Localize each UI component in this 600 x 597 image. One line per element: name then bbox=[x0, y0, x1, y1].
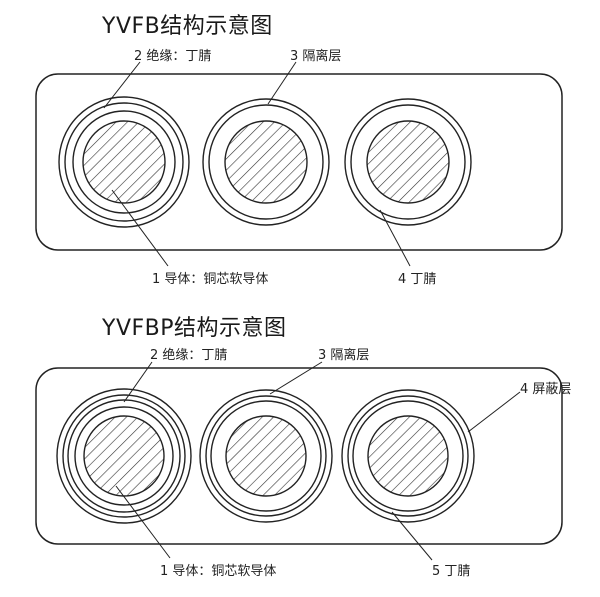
diagram2-label-isolation: 3 隔离层 bbox=[318, 348, 370, 363]
diagram1-leader-isolation bbox=[267, 61, 297, 105]
diagram1-label-conductor: 1 导体：铜芯软导体 bbox=[152, 272, 269, 287]
diagram2-core-3 bbox=[341, 389, 475, 523]
diagram2-leader-sheath bbox=[391, 511, 433, 561]
diagram1-leader-conductor bbox=[111, 189, 169, 267]
diagram2-label-conductor: 1 导体：铜芯软导体 bbox=[160, 564, 277, 579]
diagram2-label-insulation: 2 绝缘：丁腈 bbox=[150, 348, 228, 363]
diagram1-core-3 bbox=[344, 98, 472, 226]
diagram2-core-1 bbox=[56, 388, 192, 524]
diagram2-sheath-outline bbox=[35, 367, 563, 545]
diagram1-core-2 bbox=[202, 98, 330, 226]
diagram1-sheath-outline bbox=[35, 73, 563, 251]
diagram2-title: YVFBP结构示意图 bbox=[102, 316, 287, 341]
diagram1-leader-sheath bbox=[379, 209, 411, 267]
diagram2-leader-insulation bbox=[123, 361, 153, 403]
diagram1-label-insulation: 2 绝缘：丁腈 bbox=[134, 49, 212, 64]
diagram1-label-isolation: 3 隔离层 bbox=[290, 49, 342, 64]
diagram1-label-sheath: 4 丁腈 bbox=[398, 272, 437, 287]
diagram2-label-shield: 4 屏蔽层 bbox=[520, 382, 572, 397]
diagram1-leader-insulation bbox=[103, 61, 141, 109]
diagram1-title: YVFB结构示意图 bbox=[102, 14, 273, 39]
diagram2-leader-isolation bbox=[269, 361, 323, 395]
diagram2-leader-shield bbox=[467, 391, 521, 433]
diagram2-label-sheath: 5 丁腈 bbox=[432, 564, 471, 579]
diagram2-core-2 bbox=[199, 389, 333, 523]
diagram2-leader-conductor bbox=[115, 485, 171, 559]
diagram1-core-1 bbox=[58, 96, 190, 228]
